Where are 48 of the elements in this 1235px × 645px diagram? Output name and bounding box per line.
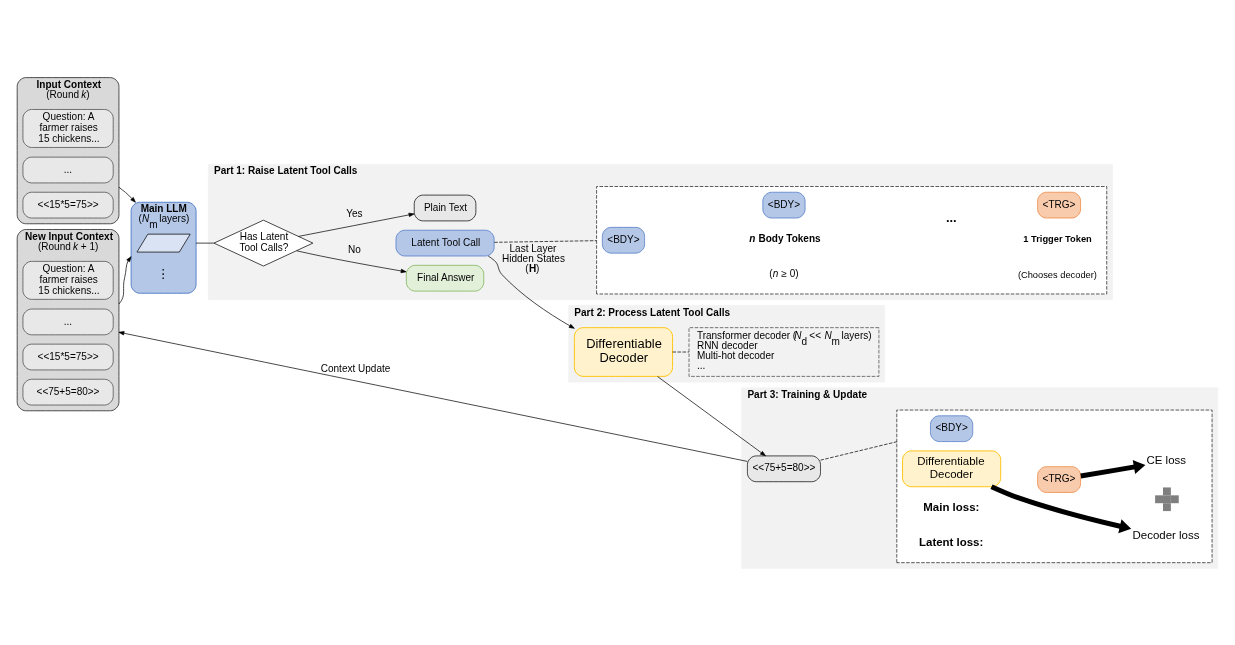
node-box: <BDY> [930, 414, 974, 442]
node-box: Latent Tool Call [395, 229, 495, 256]
connector [820, 440, 898, 460]
arrow [990, 483, 1132, 533]
arrow [118, 255, 132, 304]
edge-label: Yes [346, 207, 363, 219]
node-box: Differentiable Decoder [902, 449, 1002, 487]
node-box: Question: A farmer raises 15 chickens... [22, 260, 114, 300]
edge-label: No [347, 243, 361, 255]
arrow [118, 330, 748, 462]
label: n Body Tokens [749, 232, 821, 244]
node-box: <BDY> [762, 191, 806, 218]
node-text: Decoder loss [1132, 528, 1200, 541]
node-box: <<15*5=75>> [22, 343, 114, 370]
edge-label: Context Update [320, 362, 391, 374]
arrow [487, 255, 575, 329]
label: Main loss: [923, 500, 980, 513]
node-box: <<15*5=75>> [22, 191, 114, 218]
node-box: Plain Text [413, 194, 477, 221]
edge-label: Last Layer Hidden States (H) [502, 242, 565, 274]
arrow [1080, 459, 1146, 478]
label: Latent loss: [919, 535, 984, 548]
label: ... [945, 209, 957, 225]
node-label: 1 Trigger Token [1023, 233, 1092, 244]
node-box: <TRG> [1037, 465, 1081, 493]
node-box: Differentiable Decoder [573, 326, 673, 377]
node-box: Question: A farmer raises 15 chickens... [22, 108, 114, 148]
arrow [657, 375, 766, 456]
arrow [296, 249, 407, 273]
connector [494, 239, 597, 243]
node-text: CE loss [1146, 453, 1186, 466]
cluster [896, 409, 1213, 563]
node-box: ... [22, 156, 114, 183]
node-box: <TRG> [1037, 191, 1081, 218]
label: ⋮ [156, 265, 170, 281]
node-box: ... [22, 308, 114, 335]
node-picture [136, 233, 191, 252]
arrow [118, 186, 136, 203]
node-box: <<75+5=80>> [22, 378, 114, 405]
label: (n ≥ 0) [769, 267, 799, 279]
connector [195, 242, 215, 243]
node-box: <<75+5=80>> [747, 455, 821, 482]
node-box: <BDY> [601, 226, 645, 253]
arrow [298, 212, 415, 237]
node-label: (Chooses decoder) [1017, 269, 1097, 280]
node-box: Final Answer [406, 264, 485, 291]
cluster [596, 185, 1108, 294]
node-diamond: Has Latent Tool Calls? [213, 219, 314, 266]
